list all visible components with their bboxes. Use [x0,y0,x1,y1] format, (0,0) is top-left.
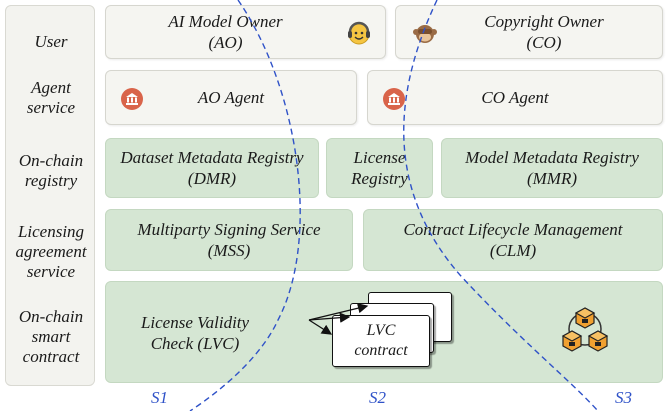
dmr-label: Dataset Metadata Registry (DMR) [120,148,304,188]
ai-model-owner-box: AI Model Owner (AO) [105,5,386,59]
lvc-arrows [308,303,369,335]
row-label-on-chain-smart-contract: On-chain smart contract [18,307,84,366]
row-label-licensing-agreement-service: Licensing agreement service [15,222,87,281]
divider-s1-s2 [189,0,301,411]
ao-agent-box: AO Agent [105,70,357,125]
scenario-label-s1: S1 [151,388,168,407]
bank-icon [120,87,144,116]
clm-label: Contract Lifecycle Management (CLM) [403,220,623,260]
row-label-on-chain-registry: On-chain registry [18,151,84,190]
headset-smiley-icon [346,20,372,51]
multiparty-signing-service-box: Multiparty Signing Service (MSS) [105,209,353,271]
blockchain-cubes-icon [560,304,610,359]
lvc-contract-label: LVC contract [354,322,408,359]
row-label-user: User [34,32,68,51]
license-validity-check-label: License Validity Check (LVC) [140,313,250,353]
scenario-label-s2: S2 [369,388,386,407]
lvc-contract-doc: LVC contract [332,315,430,367]
mmr-label: Model Metadata Registry (MMR) [465,148,639,188]
license-registry-box: License Registry [326,138,433,198]
co-agent-label: CO Agent [481,88,549,107]
dataset-metadata-registry-box: Dataset Metadata Registry (DMR) [105,138,319,198]
ao-agent-label: AO Agent [197,88,265,107]
ai-model-owner-label: AI Model Owner (AO) [168,12,283,52]
copyright-owner-box: Copyright Owner (CO) [395,5,663,59]
contract-lifecycle-management-box: Contract Lifecycle Management (CLM) [363,209,663,271]
bank-icon [382,87,406,116]
co-agent-box: CO Agent [367,70,663,125]
smart-contract-box: License Validity Check (LVC) LVC contrac… [105,281,663,383]
scenario-label-s3: S3 [615,388,632,407]
model-metadata-registry-box: Model Metadata Registry (MMR) [441,138,663,198]
license-registry-label: License Registry [351,148,408,188]
copyright-owner-label: Copyright Owner (CO) [484,12,604,52]
mss-label: Multiparty Signing Service (MSS) [137,220,321,260]
divider-s2-s3 [403,0,599,411]
row-label-agent-service: Agent service [26,78,76,117]
row-label-column: User Agent service On-chain registry Lic… [5,5,95,386]
